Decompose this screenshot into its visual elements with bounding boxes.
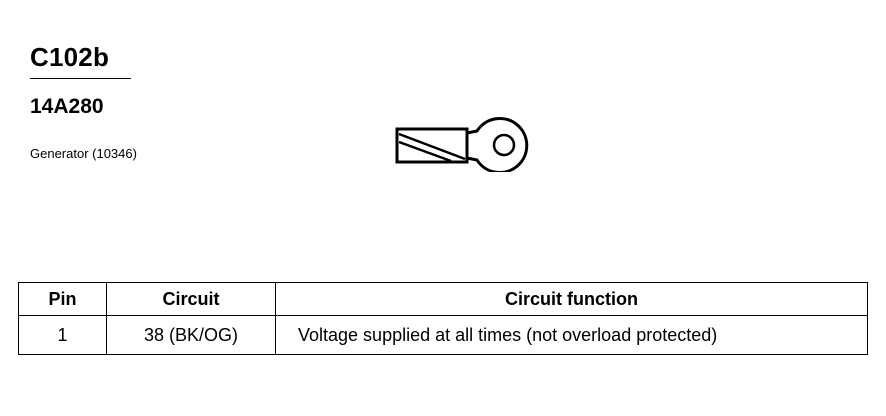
pin-table: Pin Circuit Circuit function 1 38 (BK/OG…	[18, 282, 868, 355]
header-pin: Pin	[18, 282, 107, 316]
ring-terminal-icon	[395, 117, 529, 172]
header-circuit: Circuit	[106, 282, 276, 316]
header-circuit-function: Circuit function	[275, 282, 868, 316]
connector-id: C102b	[30, 42, 110, 72]
cell-circuit-function: Voltage supplied at all times (not overl…	[275, 315, 868, 355]
part-number: 14A280	[30, 95, 104, 118]
table-row: 1 38 (BK/OG) Voltage supplied at all tim…	[18, 315, 868, 355]
terminal-hole	[492, 133, 516, 157]
header-row: Pin Circuit Circuit function	[18, 282, 868, 316]
terminal-stripe-1	[398, 132, 466, 161]
connector-id-underline	[30, 78, 131, 79]
terminal-ring	[466, 117, 529, 172]
terminal-barrel	[395, 127, 469, 164]
terminal-stripe-2	[398, 140, 452, 163]
cell-circuit: 38 (BK/OG)	[106, 315, 276, 355]
cell-pin: 1	[18, 315, 107, 355]
component-name: Generator (10346)	[30, 146, 137, 161]
